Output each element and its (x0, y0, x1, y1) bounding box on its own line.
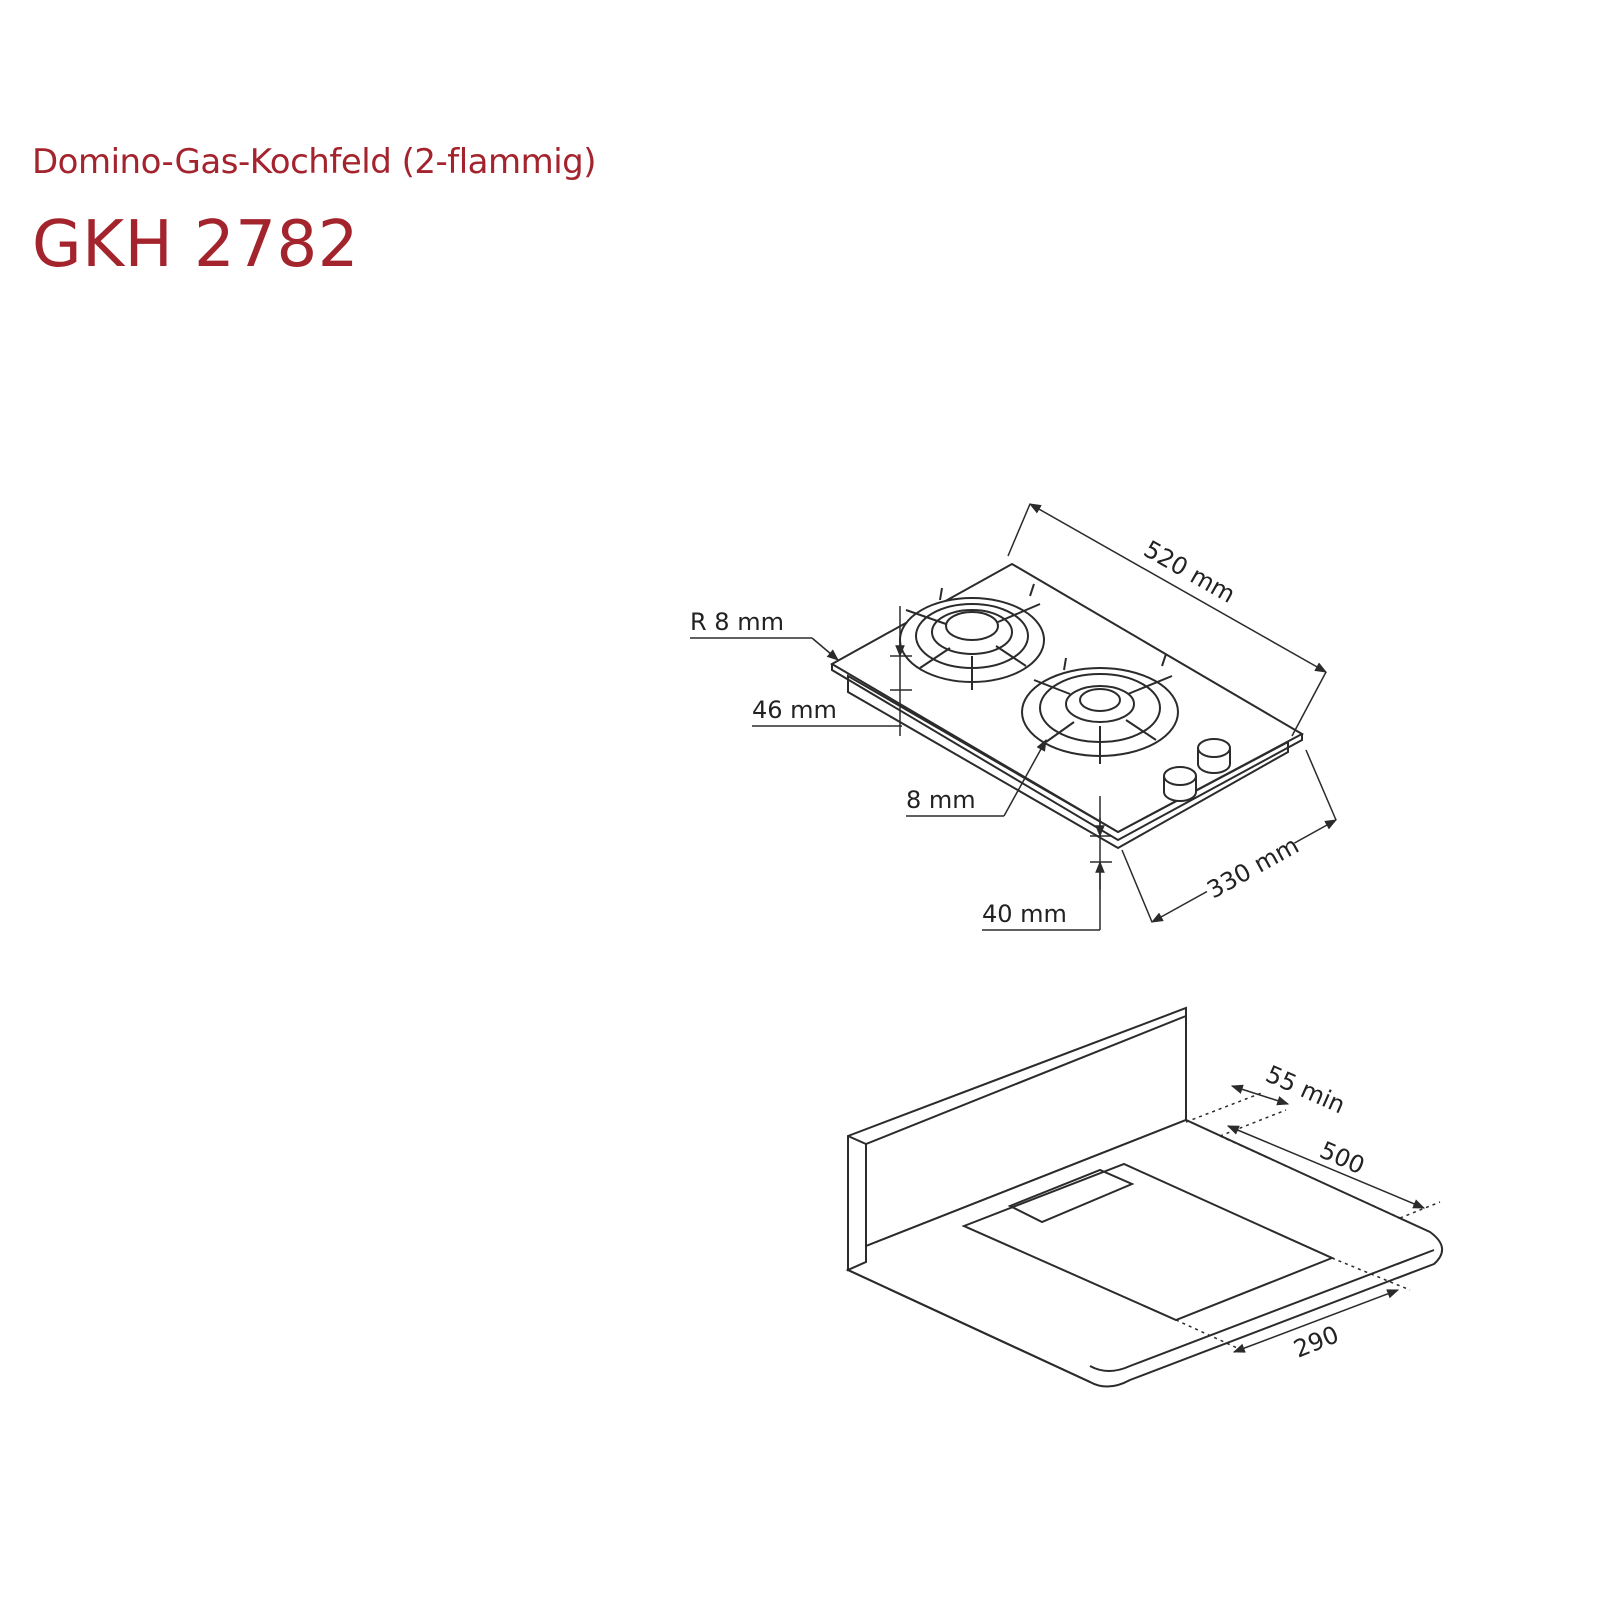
cutout-insert (1007, 1168, 1135, 1224)
dim-width-label: 520 mm (1139, 535, 1240, 609)
dim-glass-label: 8 mm (906, 786, 976, 814)
hob-drawing: 520 mm 330 mm R 8 mm 46 mm 8 mm 40 mm (690, 503, 1338, 931)
dim-body-label: 40 mm (982, 900, 1067, 928)
dim-cut-depth-label: 290 (1290, 1320, 1343, 1363)
control-knob-1 (1197, 738, 1231, 774)
dim-height-label: 46 mm (752, 696, 837, 724)
cutout-drawing: 55 min 500 290 (845, 1006, 1443, 1388)
dim-radius-label: R 8 mm (690, 608, 784, 636)
dim-min-wall-label: 55 min (1262, 1060, 1350, 1120)
model-number: GKH 2782 (32, 208, 359, 282)
control-knob-2 (1163, 766, 1197, 802)
product-category: Domino-Gas-Kochfeld (2-flammig) (32, 142, 597, 182)
burner-right (1021, 653, 1179, 764)
